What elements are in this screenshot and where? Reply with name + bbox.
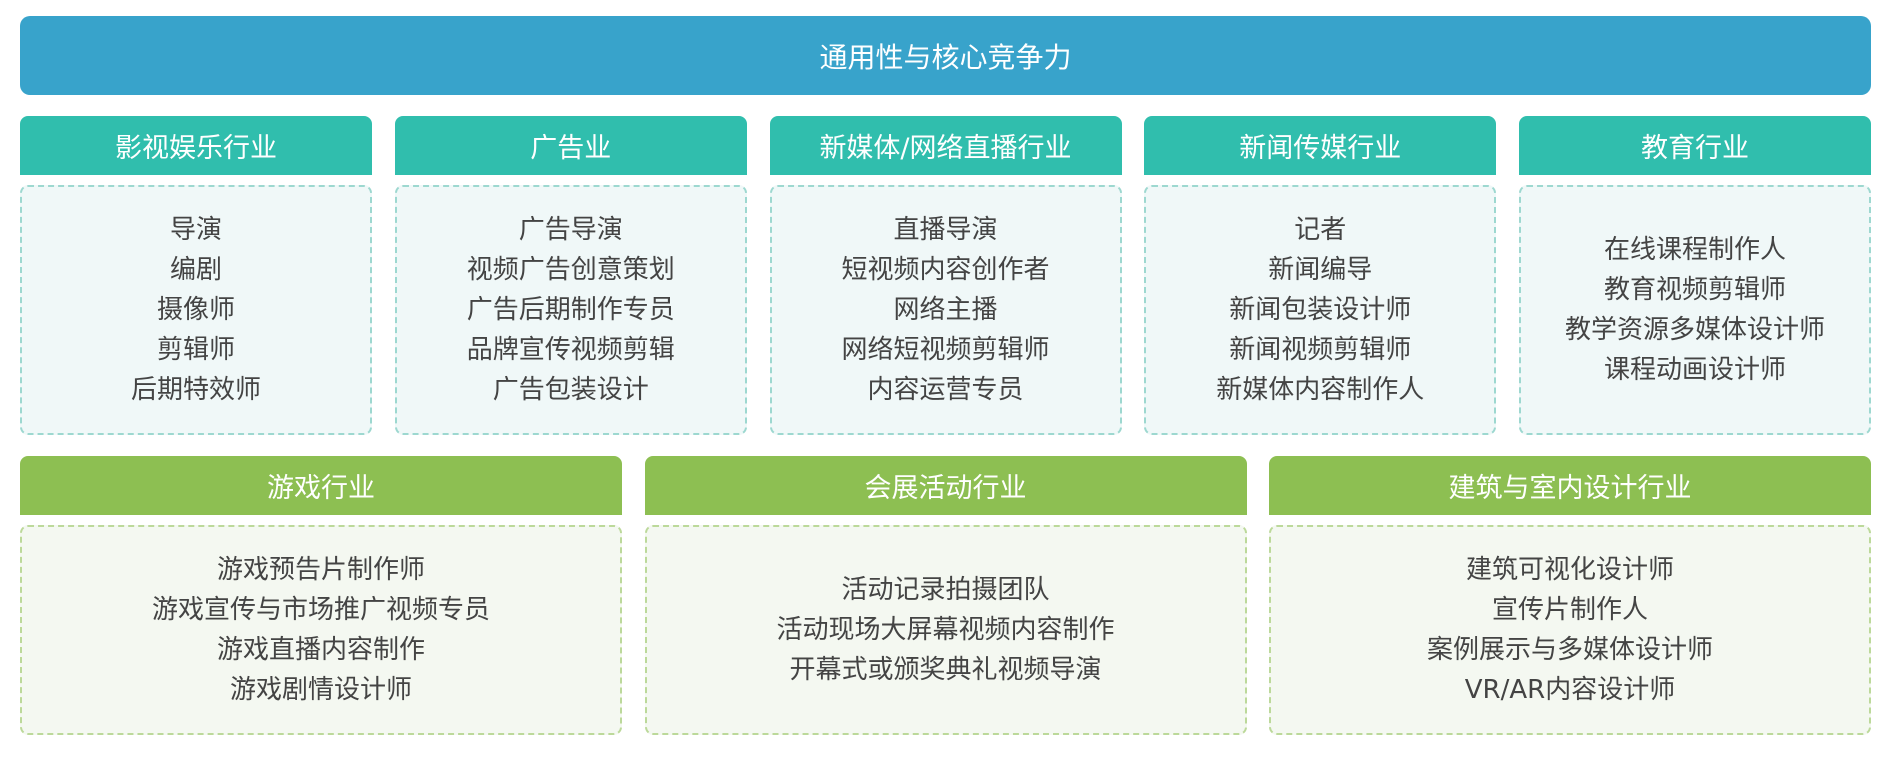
- industry-header: 新媒体/网络直播行业: [769, 116, 1122, 175]
- job-item: 活动现场大屏幕视频内容制作: [776, 615, 1115, 645]
- job-list: 在线课程制作人教育视频剪辑师教学资源多媒体设计师课程动画设计师: [1519, 185, 1871, 435]
- industry-row-1: 影视娱乐行业导演编剧摄像师剪辑师后期特效师广告业广告导演视频广告创意策划广告后期…: [20, 116, 1871, 435]
- job-item: 网络短视频剪辑师: [841, 335, 1050, 365]
- job-item: 编剧: [169, 255, 222, 285]
- industry-card: 教育行业在线课程制作人教育视频剪辑师教学资源多媒体设计师课程动画设计师: [1519, 116, 1871, 435]
- job-item: 案例展示与多媒体设计师: [1426, 635, 1713, 665]
- job-item: 短视频内容创作者: [841, 255, 1050, 285]
- job-item: 新闻编导: [1268, 255, 1373, 285]
- job-item: 新媒体内容制作人: [1216, 375, 1425, 405]
- industry-header: 游戏行业: [20, 456, 622, 515]
- job-item: 广告后期制作专员: [466, 295, 675, 325]
- job-item: 网络主播: [893, 295, 998, 325]
- job-item: 广告包装设计: [492, 375, 649, 405]
- job-list: 记者新闻编导新闻包装设计师新闻视频剪辑师新媒体内容制作人: [1144, 185, 1497, 435]
- industry-card: 会展活动行业活动记录拍摄团队活动现场大屏幕视频内容制作开幕式或颁奖典礼视频导演: [644, 456, 1247, 735]
- job-list: 广告导演视频广告创意策划广告后期制作专员品牌宣传视频剪辑广告包装设计: [394, 185, 747, 435]
- industry-header: 广告业: [394, 116, 747, 175]
- job-item: VR/AR内容设计师: [1464, 675, 1676, 705]
- job-item: 教学资源多媒体设计师: [1564, 315, 1825, 345]
- core-competitiveness-banner: 通用性与核心竞争力: [20, 16, 1871, 95]
- industry-card: 新媒体/网络直播行业直播导演短视频内容创作者网络主播网络短视频剪辑师内容运营专员: [769, 116, 1122, 435]
- job-item: 记者: [1294, 215, 1347, 245]
- job-item: 教育视频剪辑师: [1603, 275, 1786, 305]
- industry-row-2: 游戏行业游戏预告片制作师游戏宣传与市场推广视频专员游戏直播内容制作游戏剧情设计师…: [20, 456, 1871, 735]
- job-list: 直播导演短视频内容创作者网络主播网络短视频剪辑师内容运营专员: [769, 185, 1122, 435]
- job-item: 导演: [169, 215, 222, 245]
- job-item: 活动记录拍摄团队: [841, 575, 1050, 605]
- job-item: 游戏宣传与市场推广视频专员: [151, 595, 490, 625]
- job-item: 新闻包装设计师: [1229, 295, 1412, 325]
- industry-card: 影视娱乐行业导演编剧摄像师剪辑师后期特效师: [20, 116, 372, 435]
- job-item: 开幕式或颁奖典礼视频导演: [789, 655, 1102, 685]
- industry-card: 广告业广告导演视频广告创意策划广告后期制作专员品牌宣传视频剪辑广告包装设计: [394, 116, 747, 435]
- job-item: 课程动画设计师: [1603, 355, 1786, 385]
- industry-card: 建筑与室内设计行业建筑可视化设计师宣传片制作人案例展示与多媒体设计师 VR/AR内…: [1269, 456, 1871, 735]
- job-item: 剪辑师: [156, 335, 235, 365]
- industry-card: 新闻传媒行业记者新闻编导新闻包装设计师新闻视频剪辑师新媒体内容制作人: [1144, 116, 1497, 435]
- job-list: 导演编剧摄像师剪辑师后期特效师: [20, 185, 372, 435]
- job-item: 直播导演: [893, 215, 998, 245]
- job-item: 视频广告创意策划: [466, 255, 675, 285]
- job-item: 宣传片制作人: [1491, 595, 1648, 625]
- job-list: 活动记录拍摄团队活动现场大屏幕视频内容制作开幕式或颁奖典礼视频导演: [644, 525, 1247, 735]
- job-item: 游戏直播内容制作: [216, 635, 425, 665]
- industry-header: 教育行业: [1519, 116, 1871, 175]
- job-list: 游戏预告片制作师游戏宣传与市场推广视频专员游戏直播内容制作游戏剧情设计师: [20, 525, 622, 735]
- job-item: 新闻视频剪辑师: [1229, 335, 1412, 365]
- industry-card: 游戏行业游戏预告片制作师游戏宣传与市场推广视频专员游戏直播内容制作游戏剧情设计师: [20, 456, 622, 735]
- job-item: 后期特效师: [130, 375, 261, 405]
- industry-header: 新闻传媒行业: [1144, 116, 1497, 175]
- job-item: 摄像师: [156, 295, 235, 325]
- industry-header: 建筑与室内设计行业: [1269, 456, 1871, 515]
- job-item: 游戏预告片制作师: [216, 555, 425, 585]
- industry-header: 影视娱乐行业: [20, 116, 372, 175]
- job-item: 在线课程制作人: [1603, 235, 1786, 265]
- job-item: 建筑可视化设计师: [1465, 555, 1674, 585]
- job-list: 建筑可视化设计师宣传片制作人案例展示与多媒体设计师 VR/AR内容设计师: [1269, 525, 1871, 735]
- job-item: 内容运营专员: [867, 375, 1024, 405]
- job-item: 品牌宣传视频剪辑: [466, 335, 675, 365]
- job-item: 广告导演: [518, 215, 623, 245]
- industry-header: 会展活动行业: [644, 456, 1247, 515]
- job-item: 游戏剧情设计师: [229, 675, 412, 705]
